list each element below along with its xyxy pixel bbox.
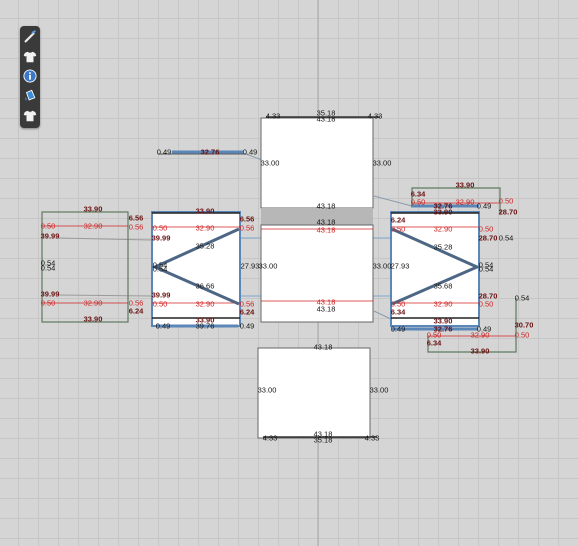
right-wing-bottom-outline[interactable] xyxy=(427,298,517,353)
panel-left-crease xyxy=(151,227,240,306)
tool-palette xyxy=(20,26,40,128)
connector-line xyxy=(245,153,263,161)
shirt-icon xyxy=(23,109,37,123)
connector-line xyxy=(373,195,413,207)
info-icon xyxy=(23,69,37,84)
panel-band[interactable] xyxy=(261,208,373,225)
fill-icon xyxy=(23,89,37,103)
panel-bottom[interactable] xyxy=(257,347,371,439)
pencil-tool-button[interactable] xyxy=(22,29,38,45)
pencil-icon xyxy=(23,30,37,44)
shirt-tool-button[interactable] xyxy=(22,49,38,65)
fill-tool-button[interactable] xyxy=(22,88,38,104)
panel-left-outer-outline[interactable] xyxy=(41,211,129,323)
shirt-icon xyxy=(23,50,37,64)
connector-line xyxy=(57,294,153,297)
connector-line xyxy=(57,237,153,241)
panel-middle[interactable] xyxy=(260,224,374,323)
panel-top[interactable] xyxy=(260,117,374,209)
shirt-alt-tool-button[interactable] xyxy=(22,108,38,124)
panel-right-crease xyxy=(391,227,481,306)
panel-right[interactable] xyxy=(390,211,480,327)
info-tool-button[interactable] xyxy=(22,69,38,85)
right-wing-top-outline[interactable] xyxy=(411,187,501,214)
connector-line xyxy=(373,310,394,321)
panel-left[interactable] xyxy=(151,211,241,327)
